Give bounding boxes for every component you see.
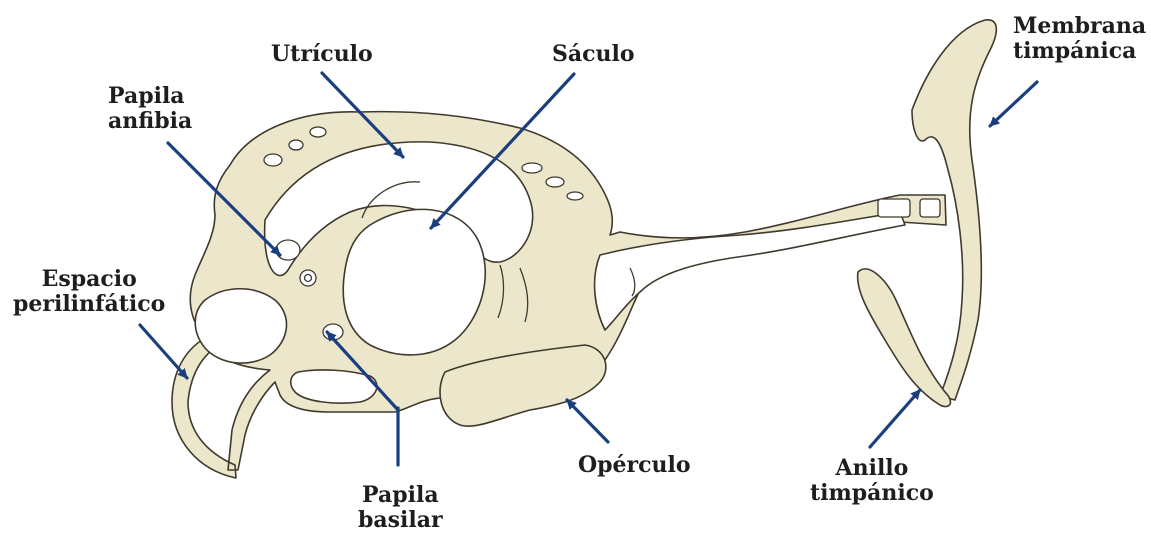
arrow-espacio	[140, 325, 187, 378]
otic-capsule	[172, 112, 946, 478]
label-saculo: Sáculo	[552, 42, 635, 67]
label-espacio: Espacio perilinfático	[13, 267, 165, 317]
perilymphatic-space	[195, 289, 286, 363]
label-membrana-line2: timpánica	[1013, 39, 1146, 64]
arrow-anillo	[870, 390, 920, 447]
arrow-operculo	[567, 400, 608, 442]
label-utriculo: Utrículo	[271, 42, 373, 67]
label-papila-anfibia-line1: Papila	[108, 84, 192, 109]
label-anillo-line1: Anillo	[810, 456, 934, 481]
label-anillo: Anillo timpánico	[810, 456, 934, 506]
label-espacio-line1: Espacio	[13, 267, 165, 292]
label-operculo: Opérculo	[578, 453, 691, 478]
label-papila-basilar: Papila basilar	[358, 483, 443, 533]
label-operculo-text: Opérculo	[578, 453, 691, 478]
label-anillo-line2: timpánico	[810, 481, 934, 506]
label-utriculo-text: Utrículo	[271, 42, 373, 67]
arrow-membrana	[990, 82, 1037, 126]
label-papila-anfibia: Papila anfibia	[108, 84, 192, 134]
tympanic-ring	[858, 269, 951, 407]
label-espacio-line2: perilinfático	[13, 292, 165, 317]
label-saculo-text: Sáculo	[552, 42, 635, 67]
label-membrana: Membrana timpánica	[1013, 14, 1146, 64]
label-membrana-line1: Membrana	[1013, 14, 1146, 39]
label-papila-anfibia-line2: anfibia	[108, 109, 192, 134]
label-papila-basilar-line1: Papila	[358, 483, 443, 508]
label-papila-basilar-line2: basilar	[358, 508, 443, 533]
